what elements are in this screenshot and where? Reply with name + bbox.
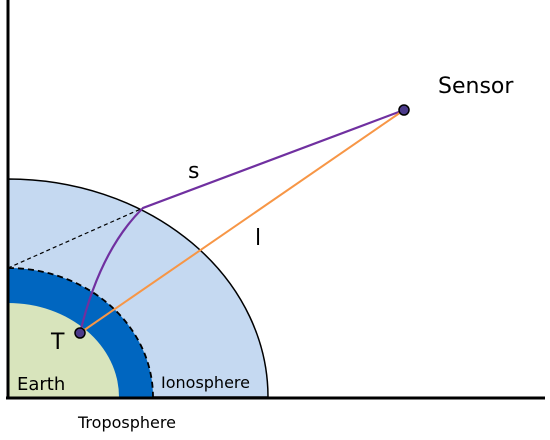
earth-region [8, 303, 119, 397]
l-label: l [255, 226, 261, 251]
troposphere-label: Troposphere [77, 413, 176, 432]
target-point-t [74, 327, 86, 339]
earth-label: Earth [17, 374, 65, 395]
troposphere-boundary [7, 267, 154, 398]
radial-dashed-line [7, 207, 144, 269]
s-label: s [188, 159, 199, 184]
t-label: T [50, 330, 65, 355]
slant-path-s [78, 108, 405, 334]
ionosphere-label: Ionosphere [161, 373, 250, 392]
sensor-point [398, 104, 410, 116]
sensor-label: Sensor [438, 74, 514, 99]
line-of-sight-l [79, 109, 405, 334]
